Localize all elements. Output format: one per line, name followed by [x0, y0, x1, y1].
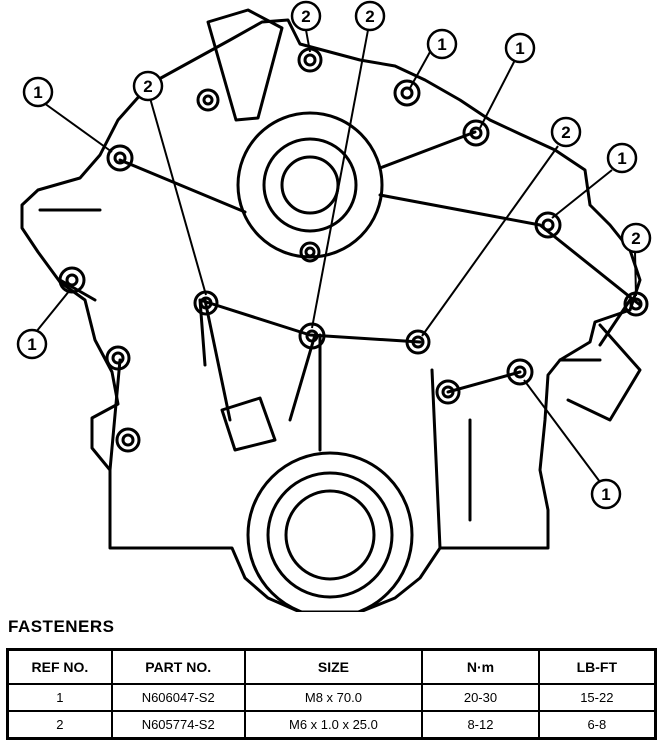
callout-label: 1 [515, 39, 524, 58]
cell-torque-nm: 8-12 [421, 710, 540, 740]
cell-size: M8 x 70.0 [243, 683, 424, 712]
table-row: 2 N605774-S2 M6 x 1.0 x 25.0 8-12 6-8 [6, 710, 657, 740]
callout-ref-1: 1 [426, 28, 458, 60]
table-header-row: REF NO. PART NO. SIZE N·m LB-FT [6, 648, 657, 685]
engine-front-cover-diagram: 2 2 1 1 1 2 1 2 1 2 1 [16, 0, 652, 612]
callout-label: 2 [301, 7, 310, 26]
crank-seal-outer [246, 451, 414, 612]
bolt-boss [58, 266, 86, 294]
col-torque-lbft: LB-FT [537, 648, 657, 685]
callout-label: 1 [601, 485, 610, 504]
cell-part-no: N606047-S2 [110, 683, 246, 712]
cover-boss [220, 396, 277, 452]
cell-torque-lbft: 15-22 [537, 683, 657, 712]
callout-ref-1: 1 [590, 478, 622, 510]
callout-ref-1: 1 [16, 328, 48, 360]
bolt-boss [435, 379, 461, 405]
callout-label: 1 [27, 335, 36, 354]
callout-ref-2: 2 [354, 0, 386, 32]
fasteners-table: REF NO. PART NO. SIZE N·m LB-FT 1 N60604… [6, 648, 657, 740]
callout-label: 1 [617, 149, 626, 168]
cell-torque-nm: 20-30 [421, 683, 540, 712]
callout-ref-2: 2 [132, 70, 164, 102]
bolt-boss [506, 358, 534, 386]
water-outlet-neck [206, 8, 284, 122]
cover-ribs [38, 130, 642, 550]
callout-ref-1: 1 [606, 142, 638, 174]
callout-label: 2 [365, 7, 374, 26]
cell-ref-no: 2 [6, 710, 113, 740]
water-pump-bore-inner [280, 155, 340, 215]
bolt-boss [106, 144, 134, 172]
leader-line [409, 51, 431, 89]
crank-seal-ring [266, 471, 394, 599]
bolt-boss [534, 211, 562, 239]
callout-label: 1 [33, 83, 42, 102]
col-size: SIZE [243, 648, 424, 685]
water-pump-bore-ring [262, 137, 358, 233]
leader-line [551, 169, 613, 219]
heater-outlet [566, 323, 642, 422]
bolt-boss [393, 79, 421, 107]
crank-seal-inner [284, 489, 376, 581]
cell-size: M6 x 1.0 x 25.0 [243, 710, 424, 740]
cell-torque-lbft: 6-8 [537, 710, 657, 740]
callout-label: 2 [561, 123, 570, 142]
bolt-boss [462, 119, 490, 147]
callout-label: 2 [631, 229, 640, 248]
cell-part-no: N605774-S2 [110, 710, 246, 740]
fasteners-title: FASTENERS [8, 617, 115, 636]
callout-ref-1: 1 [22, 76, 54, 108]
cell-ref-no: 1 [6, 683, 113, 712]
leader-line [149, 97, 207, 296]
leader-line [421, 145, 559, 337]
bolt-boss [299, 241, 321, 263]
leader-line [479, 59, 516, 129]
table-row: 1 N606047-S2 M8 x 70.0 20-30 15-22 [6, 683, 657, 712]
leader-line [311, 29, 369, 329]
callout-label: 2 [143, 77, 152, 96]
leader-line [634, 251, 637, 297]
col-torque-nm: N·m [421, 648, 540, 685]
col-part-no: PART NO. [110, 648, 246, 685]
leader-line [35, 289, 71, 333]
bolt-boss [115, 427, 141, 453]
water-pump-bore-outer [236, 111, 384, 259]
leader-line [305, 29, 311, 53]
callout-ref-2: 2 [550, 116, 582, 148]
bolt-boss [297, 47, 323, 73]
leader-line [43, 102, 113, 153]
callout-ref-2: 2 [290, 0, 322, 32]
callout-ref-2: 2 [620, 222, 652, 254]
col-ref-no: REF NO. [6, 648, 113, 685]
bolt-boss [105, 345, 131, 371]
callout-label: 1 [437, 35, 446, 54]
leader-line [523, 379, 601, 483]
front-cover-outline [20, 18, 642, 612]
callout-ref-1: 1 [504, 32, 536, 64]
bolt-boss [196, 88, 220, 112]
bolt-boss [405, 329, 431, 355]
